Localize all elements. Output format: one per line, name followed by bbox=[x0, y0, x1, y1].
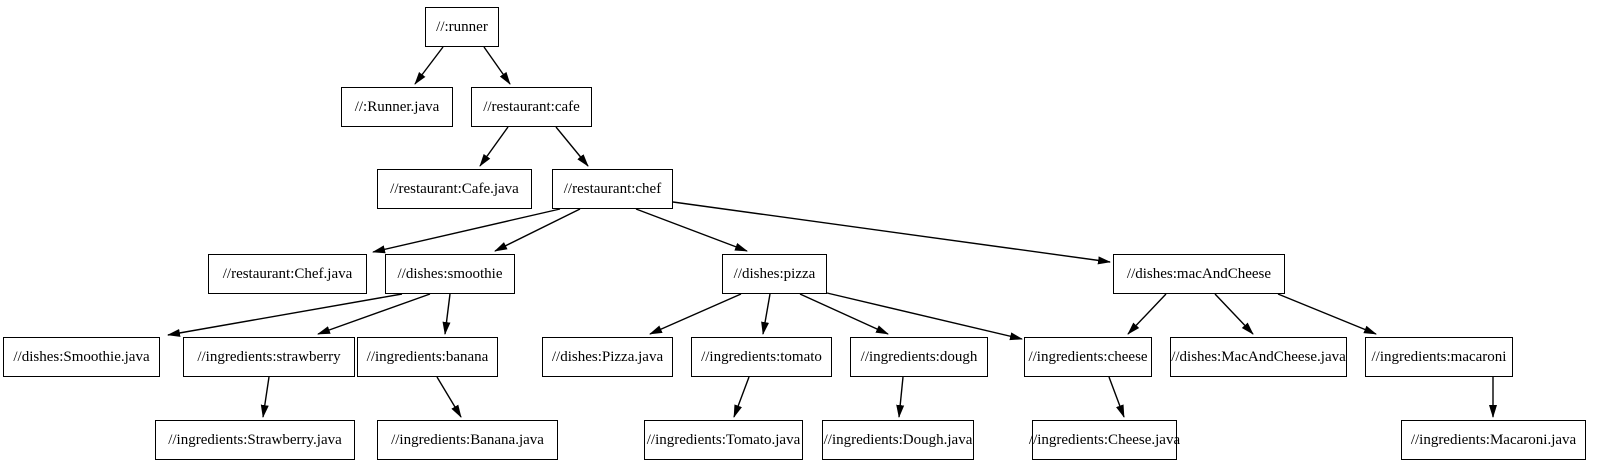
edge-chef-chef_java bbox=[372, 208, 561, 254]
edge-pizza-pizza_java bbox=[649, 293, 742, 335]
edge-chef-pizza bbox=[635, 208, 748, 252]
node-mac-and-cheese: //dishes:macAndCheese bbox=[1113, 254, 1285, 294]
node-tomato-java: //ingredients:Tomato.java bbox=[644, 420, 803, 460]
node-chef: //restaurant:chef bbox=[552, 169, 673, 209]
node-cheese: //ingredients:cheese bbox=[1024, 337, 1152, 377]
edge-smoothie-smoothie_java bbox=[167, 293, 403, 337]
edge-runner-cafe bbox=[483, 46, 511, 85]
node-dough-java: //ingredients:Dough.java bbox=[822, 420, 974, 460]
edge-pizza-tomato bbox=[761, 293, 771, 335]
node-macaroni: //ingredients:macaroni bbox=[1365, 337, 1513, 377]
edge-cheese-cheese_java bbox=[1108, 376, 1125, 418]
node-strawberry-java: //ingredients:Strawberry.java bbox=[155, 420, 355, 460]
node-dough: //ingredients:dough bbox=[850, 337, 988, 377]
edge-runner-runner_java bbox=[414, 46, 444, 85]
edge-chef-mac_and_cheese bbox=[672, 201, 1111, 265]
edge-cafe-cafe_java bbox=[479, 126, 509, 167]
edge-cafe-chef bbox=[555, 126, 589, 167]
node-banana-java: //ingredients:Banana.java bbox=[377, 420, 558, 460]
edge-banana-banana_java bbox=[436, 376, 462, 418]
edge-strawberry-strawberry_java bbox=[260, 376, 270, 418]
edge-chef-smoothie bbox=[494, 208, 581, 252]
node-tomato: //ingredients:tomato bbox=[691, 337, 832, 377]
edge-tomato-tomato_java bbox=[733, 376, 750, 418]
edge-pizza-dough bbox=[799, 293, 889, 335]
node-mac-and-cheese-java: //dishes:MacAndCheese.java bbox=[1170, 337, 1347, 377]
edge-mac_and_cheese-cheese bbox=[1127, 293, 1167, 335]
node-macaroni-java: //ingredients:Macaroni.java bbox=[1401, 420, 1586, 460]
node-runner: //:runner bbox=[425, 7, 499, 47]
edge-mac_and_cheese-mac_and_cheese_java bbox=[1214, 293, 1254, 335]
node-cheese-java: //ingredients:Cheese.java bbox=[1029, 420, 1180, 460]
edge-smoothie-strawberry bbox=[317, 293, 431, 335]
edge-pizza-cheese bbox=[826, 292, 1023, 341]
node-banana: //ingredients:banana bbox=[357, 337, 498, 377]
node-cafe: //restaurant:cafe bbox=[471, 87, 592, 127]
node-runner-java: //:Runner.java bbox=[341, 87, 453, 127]
edge-mac_and_cheese-macaroni bbox=[1277, 293, 1377, 335]
node-pizza-java: //dishes:Pizza.java bbox=[542, 337, 673, 377]
node-cafe-java: //restaurant:Cafe.java bbox=[377, 169, 532, 209]
node-smoothie-java: //dishes:Smoothie.java bbox=[3, 337, 160, 377]
node-smoothie: //dishes:smoothie bbox=[385, 254, 515, 294]
node-pizza: //dishes:pizza bbox=[722, 254, 827, 294]
node-chef-java: //restaurant:Chef.java bbox=[208, 254, 367, 294]
edge-dough-dough_java bbox=[896, 376, 905, 418]
edge-smoothie-banana bbox=[442, 293, 451, 335]
node-strawberry: //ingredients:strawberry bbox=[183, 337, 355, 377]
